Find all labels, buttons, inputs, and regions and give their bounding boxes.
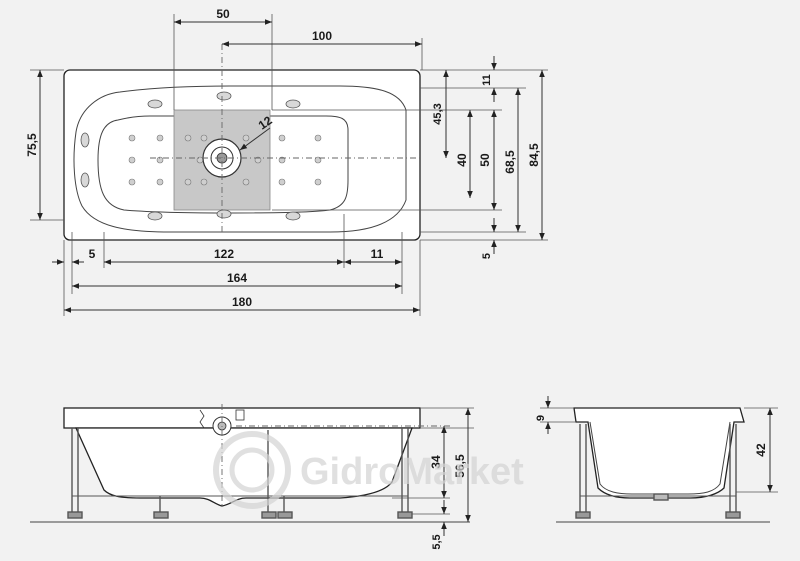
dim-75-5: 75,5	[25, 133, 39, 157]
dim-42: 42	[754, 443, 768, 457]
watermark: GidroMarket	[213, 431, 524, 509]
dim-68-5: 68,5	[503, 150, 517, 174]
side-view: 34 56,5 5,5	[30, 404, 474, 550]
watermark-text: GidroMarket	[300, 451, 524, 493]
dim-84-5: 84,5	[527, 143, 541, 167]
dim-40: 40	[455, 153, 469, 167]
dim-164: 164	[227, 271, 247, 285]
dim-9: 9	[535, 415, 547, 421]
dim-100: 100	[312, 29, 332, 43]
dim-11-bottom: 11	[371, 247, 384, 261]
dim-34: 34	[429, 455, 443, 469]
tub-inner-basin-outline	[73, 85, 407, 233]
dim-45-3: 45,3	[432, 103, 444, 124]
dim-11-top: 11	[481, 74, 493, 86]
dim-5-right: 5	[481, 253, 493, 259]
end-view: 9 42	[535, 396, 778, 523]
tub-bottom-outline	[97, 115, 349, 214]
dim-56-5: 56,5	[453, 454, 467, 478]
side-basin-outline	[74, 427, 413, 507]
dim-50-top: 50	[216, 7, 230, 21]
dim-5-left: 5	[89, 247, 96, 261]
dim-50-right: 50	[478, 153, 492, 167]
hydro-jets	[80, 91, 301, 221]
dim-5-5: 5,5	[431, 534, 443, 549]
end-frame-legs	[575, 424, 741, 519]
dim-122: 122	[214, 247, 234, 261]
top-view: 50 100 12 75,5 11 45,3 40 50	[25, 7, 548, 316]
end-basin-outline	[573, 407, 745, 499]
dim-180: 180	[232, 295, 252, 309]
air-jets	[128, 134, 322, 186]
